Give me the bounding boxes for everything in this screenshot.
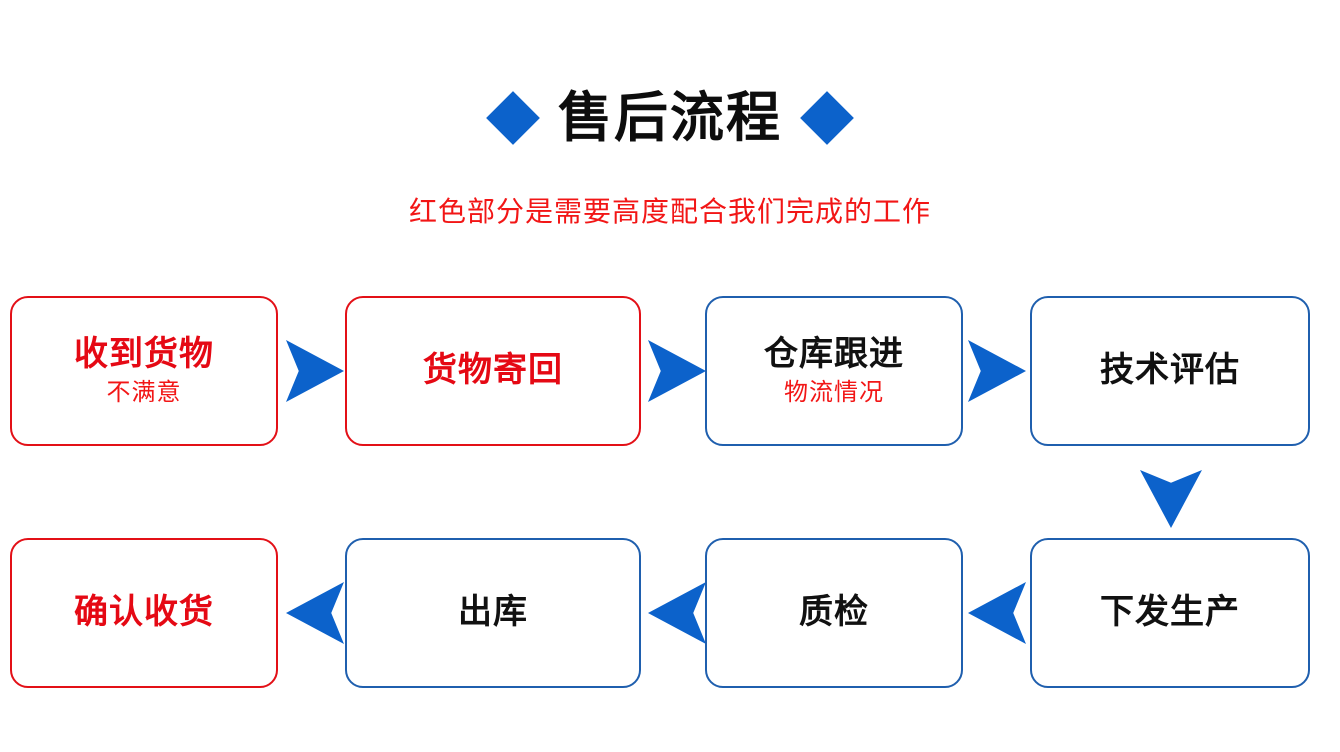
page-title: 售后流程 xyxy=(558,88,782,148)
arrow-right-icon xyxy=(968,340,1026,402)
page-title-row: 售后流程 xyxy=(0,78,1340,158)
flow-node-label: 确认收货 xyxy=(74,593,214,632)
page-subtitle: 红色部分是需要高度配合我们完成的工作 xyxy=(408,196,931,227)
flow-node-quality-inspection[interactable]: 质检 xyxy=(705,538,963,688)
arrow-right-icon xyxy=(648,340,706,402)
flow-node-label: 下发生产 xyxy=(1100,593,1240,632)
diamond-icon-left xyxy=(486,91,540,145)
arrow-right-icon xyxy=(286,340,344,402)
flow-node-technical-evaluation[interactable]: 技术评估 xyxy=(1030,296,1310,446)
arrow-left-icon xyxy=(648,582,706,644)
arrow-left-icon xyxy=(968,582,1026,644)
flow-row-1: 收到货物 不满意 货物寄回 仓库跟进 物流情况 技术评估 xyxy=(0,296,1340,456)
flow-node-label: 技术评估 xyxy=(1100,351,1240,390)
arrow-left-icon xyxy=(286,582,344,644)
flow-row-2: 确认收货 出库 质检 下发生产 xyxy=(0,538,1340,698)
diamond-icon-right xyxy=(800,91,854,145)
flow-node-outbound[interactable]: 出库 xyxy=(345,538,641,688)
flow-node-label: 出库 xyxy=(458,593,528,632)
flow-node-label: 质检 xyxy=(799,593,869,632)
flow-node-label: 仓库跟进 xyxy=(764,334,904,373)
flow-node-warehouse-followup[interactable]: 仓库跟进 物流情况 xyxy=(705,296,963,446)
flow-node-send-back[interactable]: 货物寄回 xyxy=(345,296,641,446)
arrow-down-icon xyxy=(1140,470,1202,528)
flow-node-received-goods[interactable]: 收到货物 不满意 xyxy=(10,296,278,446)
flow-node-sublabel: 物流情况 xyxy=(784,379,884,407)
flow-node-release-production[interactable]: 下发生产 xyxy=(1030,538,1310,688)
flow-node-label: 货物寄回 xyxy=(423,351,563,390)
flow-node-sublabel: 不满意 xyxy=(106,379,182,407)
flow-node-confirm-receipt[interactable]: 确认收货 xyxy=(10,538,278,688)
flow-node-label: 收到货物 xyxy=(74,334,214,373)
